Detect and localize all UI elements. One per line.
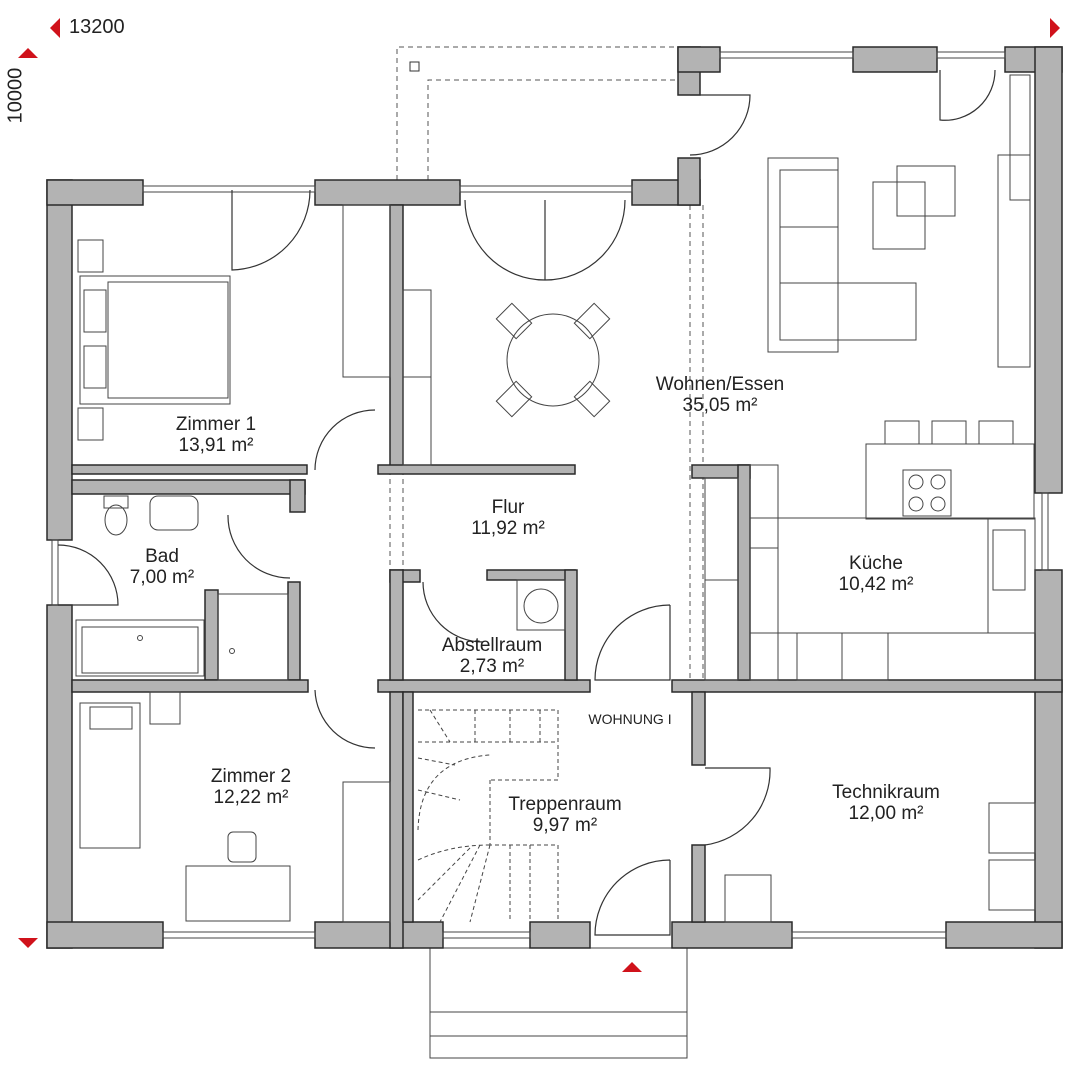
room-area: 2,73 m² [459,656,525,677]
walls [46,46,1063,949]
room-name: Zimmer 2 [210,766,292,787]
width-dimension: 13200 [69,16,125,38]
room-name: Bad [145,546,179,567]
room-area: 13,91 m² [178,435,254,456]
furniture [75,74,1036,923]
room-area: 7,00 m² [129,567,195,588]
depth-dimension: 10000 [4,67,27,124]
doors [57,69,996,936]
room-name: Treppenraum [508,794,622,815]
room-name: Flur [491,497,525,518]
unit-label: WOHNUNG I [588,711,672,727]
room-name: Küche [849,553,903,574]
room-area: 11,92 m² [471,518,545,539]
entrance-steps [429,947,688,1059]
room-area: 12,00 m² [848,803,924,824]
room-area: 35,05 m² [682,395,758,416]
room-name: Technikraum [832,782,940,803]
dimension-marker-left [50,18,60,38]
terrace-outline [389,46,704,680]
dimension-marker-right [1050,18,1060,38]
room-area: 10,42 m² [838,574,914,595]
room-name: Zimmer 1 [175,414,257,435]
room-name: Wohnen/Essen [655,374,785,395]
windows [51,51,1049,939]
entrance-marker [622,962,642,972]
dimension-marker-bottom [18,938,38,948]
room-area: 9,97 m² [532,815,598,836]
room-area: 12,22 m² [213,787,289,808]
room-name: Abstellraum [441,635,543,656]
dimension-marker-top [18,48,38,58]
